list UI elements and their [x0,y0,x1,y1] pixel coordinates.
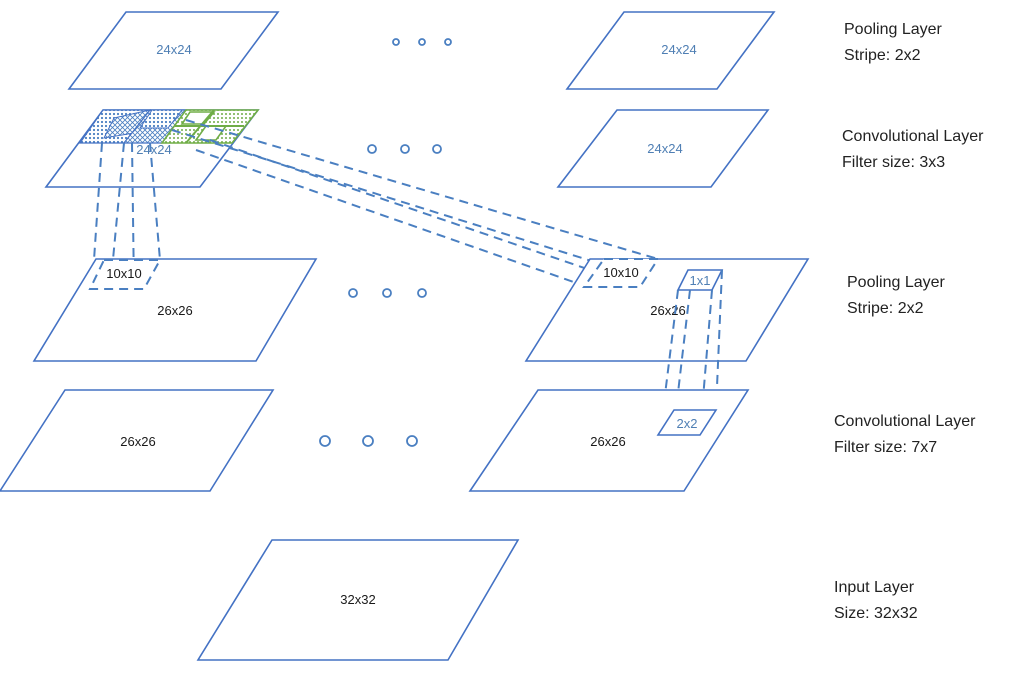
ellipsis-dot [392,38,400,46]
pool1-ellipsis [348,288,427,298]
pool2-param: Stripe: 2x2 [844,47,921,64]
pool2-title: Pooling Layer [844,21,943,38]
pool1-param: Stripe: 2x2 [847,300,924,317]
input-size: 32x32 [340,592,375,607]
pool2-ellipsis [392,38,452,46]
conv1-ellipsis [319,435,418,447]
pool1-title: Pooling Layer [847,274,946,291]
side-labels: Pooling Layer Stripe: 2x2 Convolutional … [834,21,984,622]
pool2-right-plane [565,11,776,90]
pool-unit-label: 1x1 [690,273,711,288]
pool2-left-plane [67,11,280,90]
right-pool-region [582,258,660,288]
ellipsis-dot [400,144,410,154]
connector-line [149,142,161,261]
pool1-left-size: 26x26 [157,303,192,318]
connector-line [195,149,589,288]
conv1-left-size: 26x26 [120,434,155,449]
connector-line [715,269,723,411]
filter-pattern-block [78,109,260,144]
connector-line [185,119,659,260]
pool2-left-size: 24x24 [156,42,191,57]
filter-cell-blue-dots-2 [139,109,184,129]
ellipsis-dot [362,435,374,447]
conv-window-label: 2x2 [677,416,698,431]
left-pool-region [88,259,162,290]
connector-line [209,139,641,288]
input-title: Input Layer [834,579,915,596]
connector-line [111,142,125,271]
conv2-right-size: 24x24 [647,141,682,156]
ellipsis-dot [319,435,331,447]
pool2-right-size: 24x24 [661,42,696,57]
conv-window-box [656,409,718,436]
pooling-layer-2: 24x24 24x24 [67,11,776,90]
ellipsis-dot [367,144,377,154]
conv1-left-plane [0,389,275,492]
conv-layer-1: 26x26 26x26 2x2 [0,389,750,492]
ellipsis-dot [382,288,392,298]
ellipsis-dot [432,144,442,154]
conv2-ellipsis [367,144,442,154]
conv1-right-size: 26x26 [590,434,625,449]
pooling-layer-1: 26x26 26x26 10x10 10x10 1x1 [32,258,810,362]
input-layer: 32x32 [196,539,520,661]
conv2-right-plane [556,109,770,188]
conv-layer-2: 24x24 24x24 [44,109,770,188]
conv2-left-size: 24x24 [136,142,171,157]
ellipsis-dot [348,288,358,298]
pool1-right-size: 26x26 [650,303,685,318]
connector-line [675,289,691,411]
right-pool-region-label: 10x10 [603,265,638,280]
conv2-title: Convolutional Layer [842,128,984,145]
ellipsis-dot [418,38,426,46]
input-plane [196,539,520,661]
conv1-param: Filter size: 7x7 [834,439,937,456]
conv1-title: Convolutional Layer [834,413,976,430]
ellipsis-dot [417,288,427,298]
ellipsis-dot [406,435,418,447]
input-param: Size: 32x32 [834,605,918,622]
conv2-param: Filter size: 3x3 [842,154,945,171]
ellipsis-dot [444,38,452,46]
left-pool-region-label: 10x10 [106,266,141,281]
